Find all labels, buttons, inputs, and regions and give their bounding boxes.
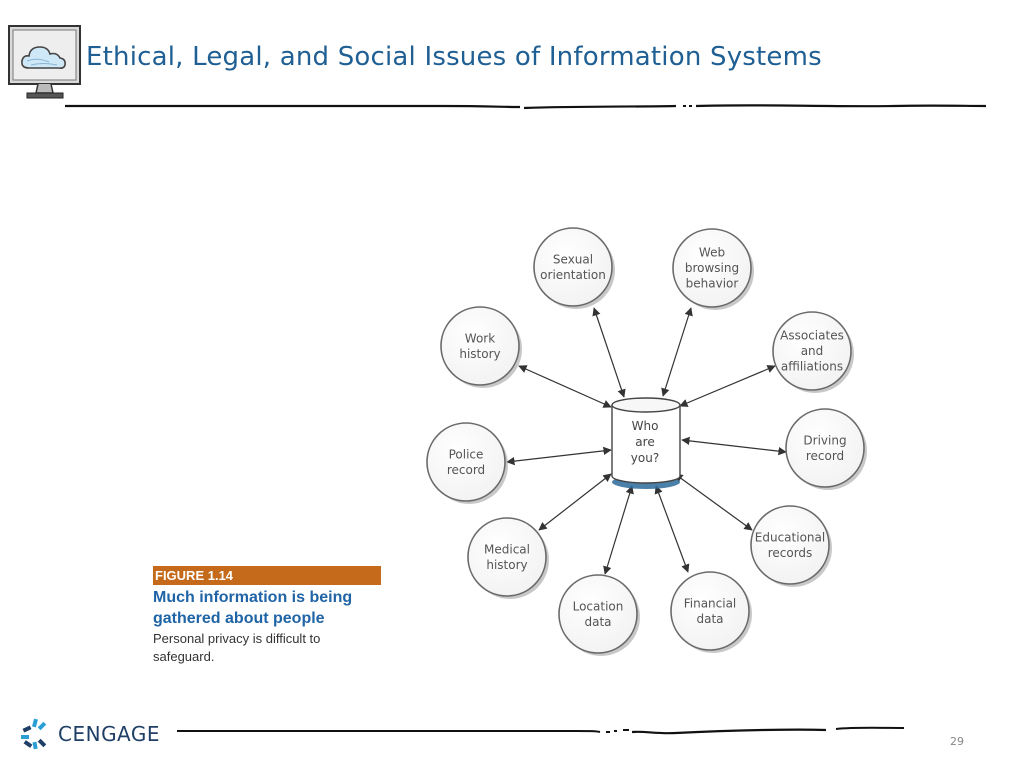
connector-arrow [592, 307, 626, 398]
figure-caption: FIGURE 1.14 Much information is being ga… [153, 566, 381, 666]
node-label-line: Financial [684, 596, 737, 610]
connector-arrow [661, 307, 693, 397]
node-work-history: Work history [440, 306, 522, 388]
title-underline [64, 104, 987, 110]
connector-arrow [506, 446, 612, 466]
node-label-line: Educational [755, 530, 825, 544]
node-label-line: record [447, 463, 485, 477]
node-label-line: affiliations [781, 360, 843, 374]
node-label-line: and [801, 344, 824, 358]
node-label-line: history [486, 558, 527, 572]
node-label-line: Associates [780, 329, 844, 343]
node-circle [750, 505, 830, 585]
node-location-data: Location data [558, 574, 640, 656]
node-police-record: Police record [426, 422, 508, 504]
node-label-line: Driving [803, 433, 846, 447]
center-label-line-2: you? [631, 451, 659, 465]
node-financial-data: Financial data [670, 571, 752, 653]
connector-arrow [679, 365, 776, 407]
node-circle [670, 571, 750, 651]
figure-body: Personal privacy is difficult to safegua… [153, 631, 321, 664]
node-circle [440, 306, 520, 386]
node-label-line: orientation [540, 268, 606, 282]
center-label-line-1: are [635, 435, 654, 449]
center-label-line-0: Who [632, 419, 659, 433]
connector-arrow [518, 365, 612, 408]
node-label-line: behavior [686, 277, 739, 291]
node-educational-records: Educational records [750, 505, 832, 587]
page-number: 29 [950, 735, 964, 748]
node-circle [772, 311, 852, 391]
node-label-line: Medical [484, 542, 530, 556]
figure-headline: Much information is being gathered about… [153, 589, 353, 627]
connector-arrow [603, 485, 634, 575]
figure-label-prefix: FIGURE [155, 568, 208, 583]
connector-arrow [654, 485, 690, 573]
footer-rule [176, 726, 905, 735]
node-label-line: data [696, 612, 723, 626]
connector-arrow [674, 473, 753, 531]
figure-label-number: 1.14 [207, 568, 234, 583]
center-database-node: Who are you? [611, 397, 681, 489]
cloud-monitor-icon [8, 25, 81, 99]
node-circle [533, 227, 613, 307]
node-circle [426, 422, 506, 502]
node-label-line: Work [465, 331, 495, 345]
node-medical-history: Medical history [467, 517, 549, 599]
slide-title: Ethical, Legal, and Social Issues of Inf… [86, 42, 822, 72]
brand-footer: CENGAGE [20, 718, 160, 750]
node-label-line: Sexual [553, 252, 593, 266]
node-circle [785, 408, 865, 488]
node-driving-record: Driving record [785, 408, 867, 490]
node-label-line: Police [449, 447, 484, 461]
node-label-line: browsing [685, 261, 739, 275]
node-label-line: history [459, 347, 500, 361]
node-label-line: Web [699, 246, 725, 260]
node-label-line: record [806, 449, 844, 463]
node-label-line: data [584, 615, 611, 629]
connector-arrow [681, 436, 787, 456]
node-circle [672, 228, 752, 308]
cengage-logo-icon [21, 718, 47, 750]
node-label-line: records [768, 546, 813, 560]
node-circle [558, 574, 638, 654]
node-sexual-orientation: Sexual orientation [533, 227, 615, 309]
connector-arrow [538, 473, 612, 531]
figure-label: FIGURE 1.14 [153, 566, 381, 585]
brand-name: CENGAGE [58, 722, 161, 746]
node-label-line: Location [573, 599, 624, 613]
node-circle [467, 517, 547, 597]
